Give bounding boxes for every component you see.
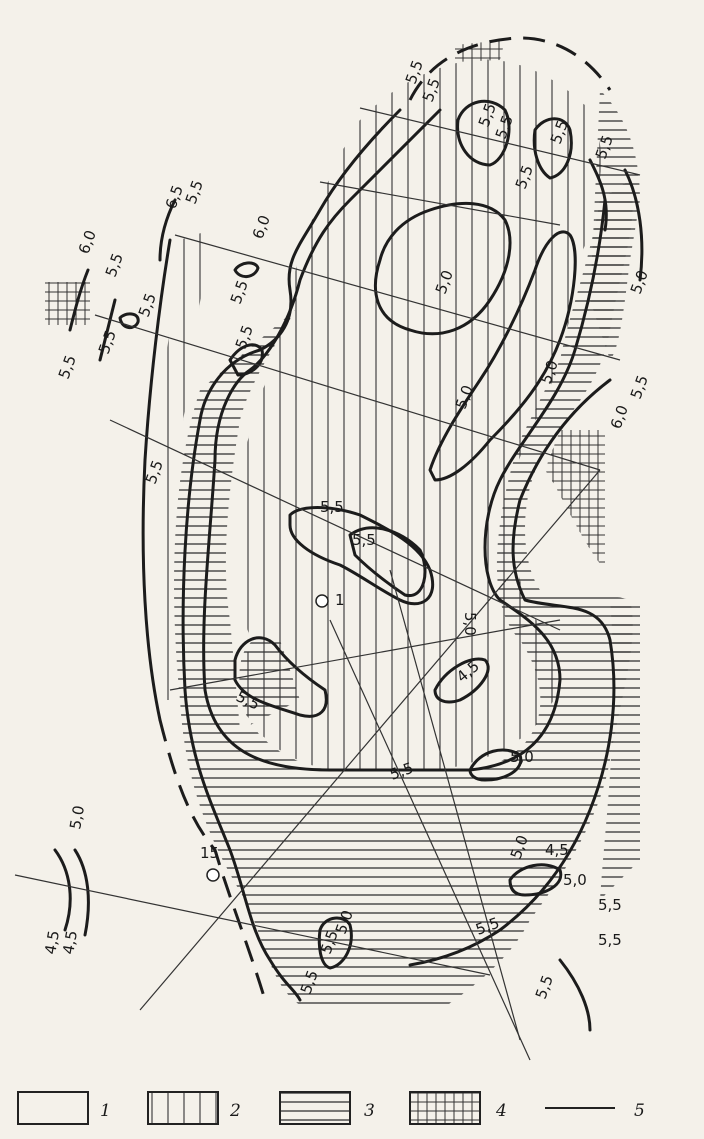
contour-label: 5,0 [66,804,88,831]
legend-swatch-4 [409,1091,481,1125]
contour-sw-1 [53,848,72,932]
contour-label: 5,5 [627,373,652,402]
contour-label: 5,0 [510,748,534,766]
contour-label: 5,5 [320,498,344,516]
contour-nw-4 [158,198,177,262]
contour-55-east [408,378,616,967]
profile-lines [14,107,641,1061]
contour-nw-1 [68,268,90,332]
contour-label: 5,0 [627,268,652,297]
contour-east-2 [588,158,608,232]
zone-grid-left [45,282,90,325]
legend: 1 2 3 4 5 [17,1091,645,1125]
contour-nw-3 [118,312,140,329]
point-1: 1 [315,591,345,609]
point-15: 15 [200,844,220,882]
contour-label: 6,0 [249,213,274,242]
contour-label: 5,5 [532,973,557,1002]
contour-label: 5,5 [182,178,207,207]
legend-swatch-2 [147,1091,219,1125]
contour-label: 5,0 [461,612,479,636]
contour-label: 5,5 [598,896,622,914]
contour-label: 6,0 [607,403,632,432]
point-label: 15 [200,844,219,862]
legend-number: 3 [364,1101,375,1121]
contour-55-small-2 [348,526,427,597]
zone-right-band [590,90,640,360]
contour-label: 4,5 [59,929,81,956]
contour-label: 5,5 [102,251,127,280]
contour-east-3 [558,958,592,1032]
contour-45 [433,657,490,704]
contour-label: 6,0 [75,228,100,257]
legend-number: 1 [100,1101,111,1121]
contour-label: 5,0 [563,871,587,889]
contour-55-nw-loop [228,343,264,377]
zone-right-lower [600,600,640,900]
contour-50-central [428,230,577,482]
contour-nw-5 [233,261,260,278]
contour-50-south [468,748,523,782]
contour-55-sw [233,636,328,718]
legend-swatch-1 [17,1091,89,1125]
contour-outer-dashed [158,719,267,1001]
contour-55-top-loop-2 [532,117,573,180]
contour-55-inner [202,108,607,772]
contour-50-north [373,201,512,336]
contour-55-west [181,108,402,1002]
contour-label: 4,5 [545,841,569,859]
contour-top-dashed [408,36,612,101]
contour-label: 4,5 [41,929,63,956]
contour-label: 5,5 [352,531,376,549]
contour-nw-2 [98,298,117,362]
contour-label: 5,5 [55,353,80,382]
legend-number: 5 [634,1101,645,1121]
contour-50-south-2 [508,863,563,897]
contour-55-small-1 [288,506,435,606]
contour-label: 5,5 [227,278,252,307]
legend-swatch-3 [279,1091,351,1125]
contour-outer [141,238,172,722]
contour-east-1 [623,168,644,282]
zone-horizontal-hatch [174,180,633,1010]
contour-50-bottom [317,916,353,970]
zone-left-strip [153,230,210,700]
contour-sw-2 [73,848,90,937]
legend-number: 2 [229,1101,241,1121]
contour-label: 5,5 [598,931,622,949]
point-label: 1 [335,591,345,609]
legend-number: 4 [495,1101,507,1121]
zone-grid-top [455,40,505,62]
contour-label: 5,5 [95,328,120,357]
contour-label: 5,5 [135,291,160,320]
